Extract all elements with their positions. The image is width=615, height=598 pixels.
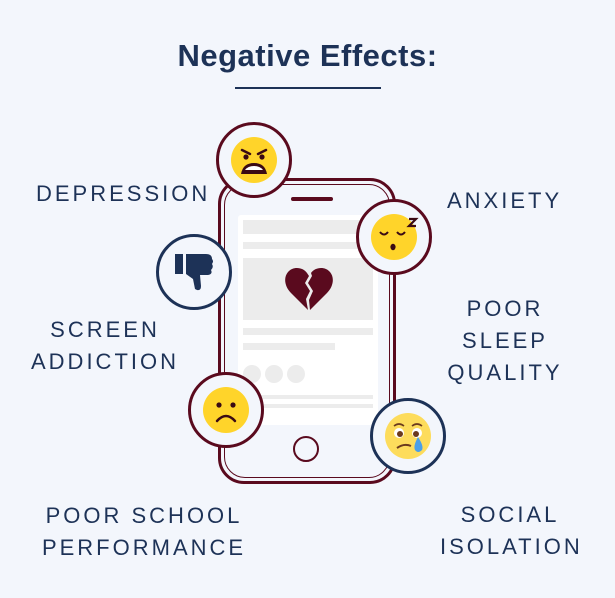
- label-text: SOCIAL: [460, 502, 560, 527]
- angry-face-icon: [231, 137, 277, 183]
- crying-face-icon: [385, 413, 431, 459]
- thumbs-down-icon: [175, 254, 213, 291]
- social-isolation-bubble: [370, 398, 446, 474]
- placeholder-bar: [243, 343, 335, 350]
- home-button: [293, 436, 319, 462]
- phone-speaker: [291, 197, 333, 201]
- phone-screen: [238, 215, 378, 425]
- label-text: POOR SCHOOL: [45, 503, 243, 528]
- screen-addiction-bubble: [156, 234, 232, 310]
- smartphone: [218, 178, 396, 484]
- placeholder-dot: [265, 365, 283, 383]
- placeholder-bar: [243, 395, 373, 399]
- label-screen-addiction: SCREEN ADDICTION: [26, 314, 184, 378]
- placeholder-bar: [243, 328, 373, 335]
- sleeping-face-icon: [371, 214, 419, 260]
- label-poor-sleep-quality: POOR SLEEP QUALITY: [420, 293, 590, 389]
- label-text: DEPRESSION: [36, 181, 211, 206]
- image-placeholder: [243, 258, 373, 320]
- label-text: PERFORMANCE: [41, 535, 247, 560]
- depression-bubble: [216, 122, 292, 198]
- placeholder-bar: [243, 242, 373, 249]
- frowning-face-icon: [203, 387, 249, 433]
- page-title: Negative Effects:: [177, 38, 438, 73]
- label-text: ANXIETY: [447, 188, 563, 213]
- anxiety-bubble: [356, 199, 432, 275]
- label-text: SCREEN: [50, 317, 160, 342]
- placeholder-bar: [243, 404, 373, 408]
- label-anxiety: ANXIETY: [447, 185, 562, 217]
- placeholder-dot: [287, 365, 305, 383]
- title-underline: [235, 87, 381, 89]
- label-depression: DEPRESSION: [36, 178, 210, 210]
- phone-inner-outline: [224, 184, 390, 478]
- placeholder-bar: [243, 220, 373, 234]
- label-text: ADDICTION: [31, 349, 179, 374]
- label-text: POOR SLEEP: [462, 296, 548, 353]
- label-text: QUALITY: [447, 360, 563, 385]
- label-poor-school-performance: POOR SCHOOL PERFORMANCE: [40, 500, 248, 564]
- poor-school-bubble: [188, 372, 264, 448]
- label-social-isolation: SOCIAL ISOLATION: [440, 499, 580, 563]
- broken-heart-icon: [285, 267, 333, 310]
- label-text: ISOLATION: [440, 534, 583, 559]
